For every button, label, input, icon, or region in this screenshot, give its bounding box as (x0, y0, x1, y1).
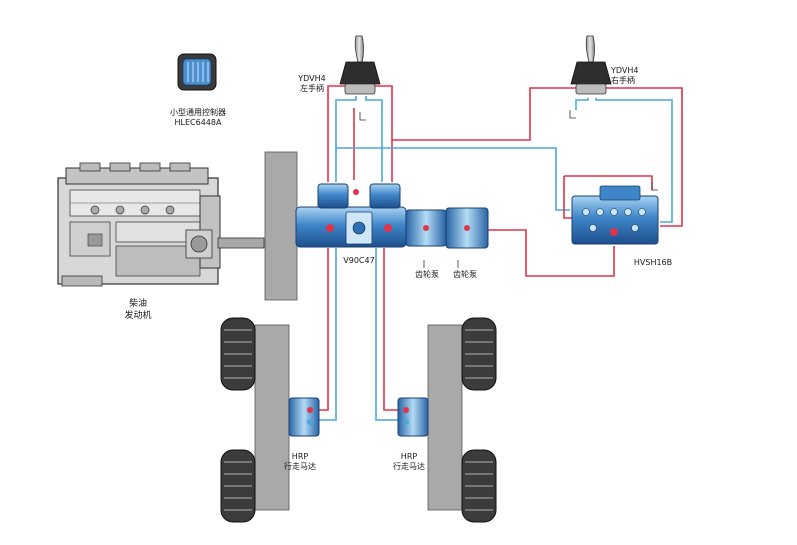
pump-model-label: V90C47 (343, 256, 375, 265)
travel-motor-left (288, 397, 320, 437)
gear-pump-1 (405, 209, 447, 247)
left-motor-name-label: 行走马达 (284, 462, 316, 471)
valve-model-label: HVSH16B (633, 258, 673, 267)
chassis-frame-left (254, 324, 290, 511)
tire-front-left (220, 317, 256, 391)
pilot-line-blue (595, 98, 673, 223)
left-motor-model-label: HRP (291, 452, 309, 461)
engine-label-line1: 柴油 (128, 299, 147, 309)
hydraulic-lines (318, 85, 683, 421)
gear-pump-2-label: 齿轮泵 (453, 270, 477, 279)
pilot-line-red (392, 87, 585, 141)
controller-model-label: HLEC6448A (174, 118, 222, 127)
pilot-line-blue (575, 98, 589, 110)
pilot-line-blue (365, 96, 383, 182)
left-handle-name-label: 左手柄 (300, 84, 324, 93)
pressure-line-blue (318, 248, 337, 421)
pilot-line-red (563, 176, 572, 219)
right-motor-name-label: 行走马达 (393, 462, 425, 471)
tire-rear-right (461, 449, 497, 523)
tire-front-right (461, 317, 497, 391)
right-handle-model-label: YDVH4 (611, 66, 639, 75)
right-handle-name-label: 右手柄 (611, 76, 635, 85)
chassis-frame-right (427, 324, 463, 511)
control-valve-hvsh16b (571, 185, 659, 245)
pressure-line-red (318, 248, 329, 411)
tire-rear-left (220, 449, 256, 523)
right-joystick (570, 35, 612, 95)
engine-label-line2: 发动机 (124, 311, 152, 321)
diesel-engine (57, 162, 265, 287)
main-pump-v90c47 (295, 183, 407, 248)
pilot-line-blue (335, 96, 357, 182)
left-handle-model-label: YDVH4 (298, 74, 326, 83)
controller-hlec6448a (177, 53, 217, 91)
pressure-line-blue (375, 248, 400, 421)
gear-pump-2 (445, 207, 489, 249)
travel-motor-right (397, 397, 429, 437)
pilot-line-blue (336, 147, 570, 211)
pressure-line-red (383, 248, 400, 411)
gear-pump-1-label: 齿轮泵 (415, 270, 439, 279)
pressure-line-red (470, 229, 615, 277)
controller-name-label: 小型通用控制器 (170, 108, 226, 117)
right-motor-model-label: HRP (400, 452, 418, 461)
left-joystick (339, 35, 381, 95)
chassis-frame-center (264, 151, 298, 301)
tires (220, 317, 497, 523)
